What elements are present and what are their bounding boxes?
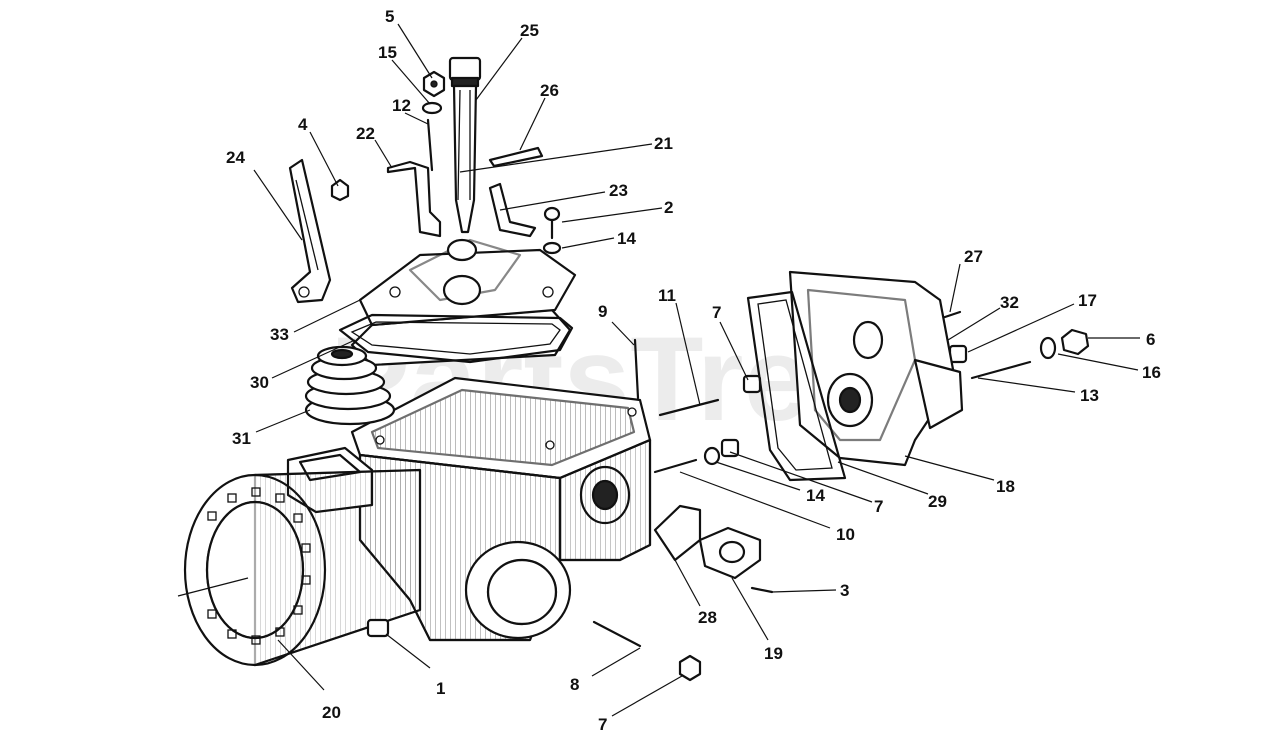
callout-18: 18 [996,477,1015,496]
callout-19: 19 [764,644,783,663]
rubber-boot [304,345,396,426]
callout-12: 12 [392,96,411,115]
shift-lever [288,158,332,304]
callout-32: 32 [1000,293,1019,312]
callout-8: 8 [570,675,579,694]
callout-7c: 7 [598,715,607,734]
transmission-housing [183,376,652,667]
callout-24: 24 [226,148,245,167]
callout-33: 33 [270,325,289,344]
callout-14b: 14 [806,486,825,505]
callout-7b: 7 [874,497,883,516]
callout-27: 27 [964,247,983,266]
callout-25: 25 [520,21,539,40]
callout-7a: 7 [712,303,721,322]
leader-lines [177,23,1140,717]
callout-20: 20 [322,703,341,722]
callout-1: 1 [436,679,445,698]
callout-17: 17 [1078,291,1097,310]
callout-16: 16 [1142,363,1161,382]
callout-15: 15 [378,43,397,62]
fasteners [330,70,1090,682]
callout-10: 10 [836,525,855,544]
rear-gasket [746,290,847,482]
callout-2: 2 [664,198,673,217]
callout-23: 23 [609,181,628,200]
callout-9: 9 [598,302,607,321]
callout-22: 22 [356,124,375,143]
callout-26: 26 [540,81,559,100]
callout-29: 29 [928,492,947,511]
callout-21: 21 [654,134,673,153]
callout-13: 13 [1080,386,1099,405]
callout-14a: 14 [617,229,636,248]
bracket-22 [386,160,442,238]
callout-4: 4 [298,115,308,134]
cover-gasket [338,313,574,364]
callout-labels: 5 15 12 25 26 4 22 21 24 23 2 14 27 11 1… [226,7,1161,734]
callout-28: 28 [698,608,717,627]
callout-30: 30 [250,373,269,392]
rear-housing [788,270,964,467]
callout-11: 11 [658,286,676,305]
callout-6: 6 [1146,330,1155,349]
bracket-23 [488,182,537,238]
callout-5: 5 [385,7,394,26]
shift-rod [448,56,482,234]
callout-3: 3 [840,581,849,600]
callout-31: 31 [232,429,251,448]
side-cover [653,504,762,580]
